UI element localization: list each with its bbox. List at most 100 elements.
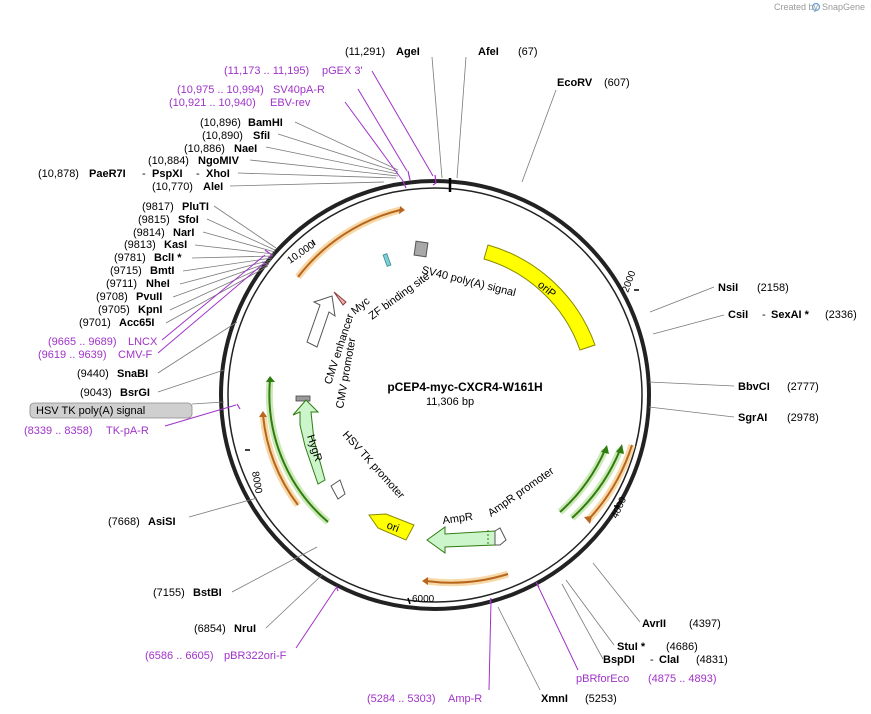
site-avrii-name[interactable]: AvrII bbox=[642, 618, 666, 630]
primer-mark-pbr322ori-f bbox=[335, 585, 339, 592]
ori-feature bbox=[368, 513, 415, 541]
leader-stui bbox=[565, 579, 615, 646]
leader-sfoi bbox=[206, 218, 276, 251]
orange-arc-left bbox=[262, 414, 299, 506]
site-xhoi-name[interactable]: XhoI bbox=[206, 168, 230, 180]
orange-arc-right-halo bbox=[585, 443, 636, 523]
primer-lncx-name[interactable]: LNCX bbox=[128, 336, 158, 348]
site-nsii-pos: (2158) bbox=[757, 282, 789, 294]
site-xmni-name[interactable]: XmnI bbox=[541, 693, 568, 705]
backbone-circle bbox=[219, 179, 651, 611]
leader-nrui bbox=[265, 574, 323, 629]
site-bsrgi-pos: (9043) bbox=[80, 387, 112, 399]
site-kasi-name[interactable]: KasI bbox=[164, 239, 187, 251]
leader-sgrai bbox=[648, 406, 735, 418]
translated-arcs bbox=[259, 206, 636, 587]
site-bmti-name[interactable]: BmtI bbox=[150, 265, 174, 277]
site-asisi-name[interactable]: AsiSI bbox=[148, 516, 176, 528]
zf-binding-site-feature bbox=[382, 253, 392, 267]
primer-amp-r-name[interactable]: Amp-R bbox=[448, 693, 482, 705]
site-bmti-pos: (9715) bbox=[110, 265, 142, 277]
site-naei-name[interactable]: NaeI bbox=[234, 143, 257, 155]
site-sfii-name[interactable]: SfiI bbox=[253, 130, 270, 142]
leader-sfii bbox=[277, 133, 399, 173]
site-sfoi-name[interactable]: SfoI bbox=[178, 214, 199, 226]
site-snabi-pos: (9440) bbox=[77, 368, 109, 380]
green-arc-right-b-arrow-icon bbox=[616, 444, 624, 454]
site-alei-name[interactable]: AleI bbox=[203, 181, 223, 193]
site-bstbi-name[interactable]: BstBI bbox=[193, 587, 222, 599]
green-arc-left-arrow-icon bbox=[266, 376, 275, 382]
leader-agei bbox=[431, 56, 443, 179]
site-sexai-name[interactable]: SexAI * bbox=[771, 309, 810, 321]
primer-pbrforeco-range: (4875 .. 4893) bbox=[648, 673, 717, 685]
primer-cmv-f-name[interactable]: CMV-F bbox=[118, 349, 153, 361]
orip-feature bbox=[483, 244, 596, 351]
primer-sv40pa-r-name[interactable]: SV40pA-R bbox=[273, 84, 325, 96]
orange-arc-bottom bbox=[425, 573, 509, 584]
site-kpni-name[interactable]: KpnI bbox=[138, 304, 162, 316]
leader-nari bbox=[202, 231, 276, 253]
site-pspxi-name[interactable]: PspXI bbox=[152, 168, 183, 180]
site-bsrgi-name[interactable]: BsrGI bbox=[120, 387, 150, 399]
leader-ecorv bbox=[521, 89, 557, 183]
site-nrui-pos: (6854) bbox=[194, 623, 226, 635]
site-paer7i-name[interactable]: PaeR7I bbox=[89, 168, 126, 180]
credit-brand: SnapGene bbox=[822, 2, 865, 12]
primer-pbr322ori-f-name[interactable]: pBR322ori-F bbox=[224, 650, 287, 662]
site-bamhi-pos: (10,896) bbox=[200, 117, 241, 129]
site-afei-pos: (67) bbox=[518, 46, 538, 58]
site-paer7i-sep: - bbox=[142, 168, 146, 180]
site-sgrai-name[interactable]: SgrAI bbox=[738, 412, 767, 424]
site-nhei-name[interactable]: NheI bbox=[146, 278, 170, 290]
green-arc-left bbox=[268, 379, 329, 523]
primer-pgex3-name[interactable]: pGEX 3' bbox=[322, 65, 363, 77]
site-bcli-name[interactable]: BclI * bbox=[154, 252, 182, 264]
leader-bstbi bbox=[231, 546, 318, 593]
site-nrui-name[interactable]: NruI bbox=[234, 623, 256, 635]
hsv-tk-polya-boxed-text: HSV TK poly(A) signal bbox=[36, 405, 145, 417]
site-stui-name[interactable]: StuI * bbox=[617, 641, 646, 653]
leader-afei bbox=[456, 56, 467, 179]
site-afei-name[interactable]: AfeI bbox=[478, 46, 499, 58]
site-bspdi-name[interactable]: BspDI bbox=[603, 654, 635, 666]
leader-xhoi bbox=[237, 172, 397, 179]
orange-arc-left-arrow-icon bbox=[259, 411, 267, 417]
site-agei-pos: (11,291) bbox=[345, 46, 385, 58]
primer-leaders bbox=[157, 70, 579, 691]
orange-arc-top-arrow-icon bbox=[399, 206, 405, 214]
leader-csii bbox=[652, 314, 725, 335]
credit: Created by SnapGene bbox=[774, 2, 865, 12]
site-ecorv-name[interactable]: EcoRV bbox=[557, 77, 593, 89]
site-bbvci-name[interactable]: BbvCI bbox=[738, 381, 770, 393]
zf-binding-site-label: ZF binding site bbox=[367, 270, 432, 322]
site-ngomiv-name[interactable]: NgoMIV bbox=[198, 155, 240, 167]
primer-pbrforeco-name[interactable]: pBRforEco bbox=[576, 673, 629, 685]
site-nsii-name[interactable]: NsiI bbox=[718, 282, 738, 294]
site-pluti-name[interactable]: PluTI bbox=[182, 201, 209, 213]
pleader-lncx bbox=[161, 254, 266, 341]
site-snabi-name[interactable]: SnaBI bbox=[117, 368, 148, 380]
site-nhei-pos: (9711) bbox=[106, 278, 137, 290]
primer-tk-pa-r-name[interactable]: TK-pA-R bbox=[106, 425, 149, 437]
site-pvuii-pos: (9708) bbox=[96, 291, 128, 303]
hsv-tk-polya-boxed-label[interactable] bbox=[29, 402, 193, 419]
plasmid-size: 11,306 bp bbox=[426, 396, 474, 408]
site-acc65i-name[interactable]: Acc65I bbox=[119, 317, 154, 329]
site-bamhi-name[interactable]: BamHI bbox=[248, 117, 283, 129]
backbone-inner-circle bbox=[227, 187, 643, 603]
ori-label: ori bbox=[385, 520, 401, 535]
site-bcli-pos: (9781) bbox=[114, 252, 146, 264]
pleader-ebv-rev bbox=[344, 101, 404, 182]
site-clai-name[interactable]: ClaI bbox=[659, 654, 679, 666]
leader-nsii bbox=[649, 286, 715, 313]
primer-amp-r-range: (5284 .. 5303) bbox=[367, 693, 436, 705]
site-pvuii-name[interactable]: PvuII bbox=[136, 291, 162, 303]
primer-lncx-range: (9665 .. 9689) bbox=[48, 336, 117, 348]
site-csii-name[interactable]: CsiI bbox=[728, 309, 748, 321]
plasmid-name: pCEP4-myc-CXCR4-W161H bbox=[387, 380, 542, 394]
primer-ebv-rev-name[interactable]: EBV-rev bbox=[270, 97, 311, 109]
site-agei-name[interactable]: AgeI bbox=[396, 46, 420, 58]
site-nari-name[interactable]: NarI bbox=[173, 227, 194, 239]
leader-bamhi bbox=[294, 121, 399, 171]
